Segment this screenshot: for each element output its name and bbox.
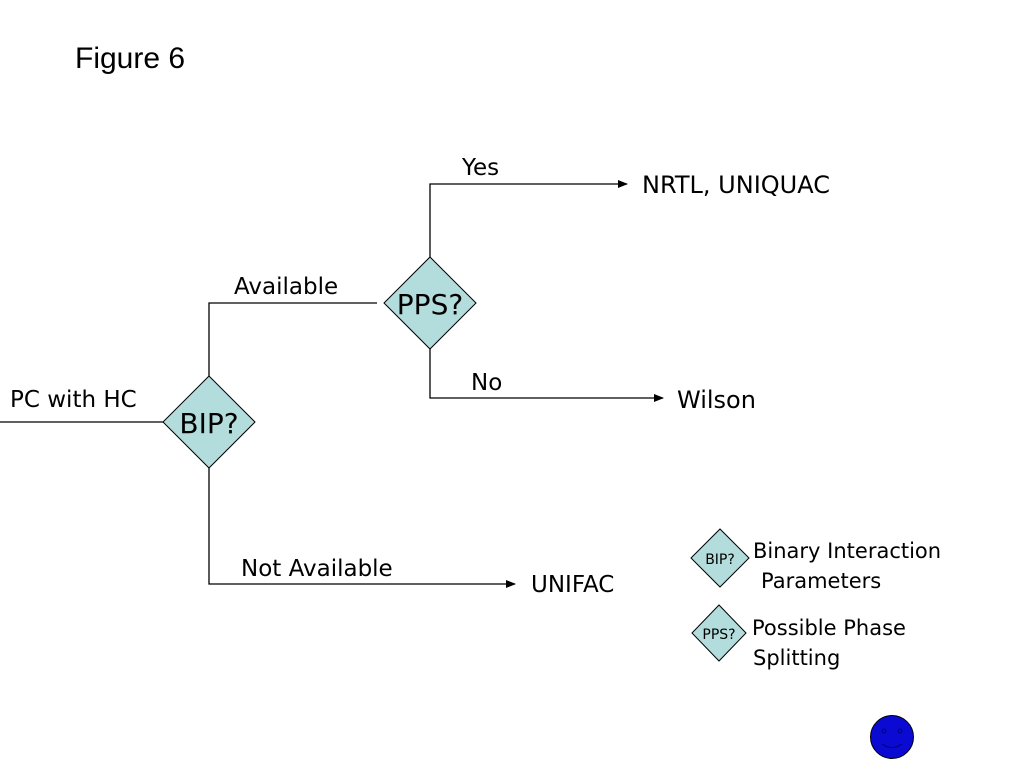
pps-diamond-shape	[383, 256, 477, 350]
legend: BIP? Binary Interaction Parameters PPS? …	[690, 528, 941, 670]
legend-pps-desc-line2: Splitting	[753, 646, 840, 670]
wilson-result: Wilson	[677, 386, 756, 414]
yes-edge	[429, 180, 628, 257]
nrtl-uniquac-result: NRTL, UNIQUAC	[642, 171, 830, 199]
not-available-edge	[208, 468, 516, 588]
not-available-label: Not Available	[241, 556, 393, 582]
start-label: PC with HC	[10, 387, 137, 413]
bip-label: BIP?	[179, 407, 238, 440]
legend-bip-symbol: BIP?	[705, 552, 735, 568]
bip-diamond-shape	[162, 375, 256, 469]
available-label: Available	[234, 274, 338, 300]
legend-bip-desc-line2: Parameters	[761, 569, 881, 593]
pps-label: PPS?	[397, 288, 463, 321]
yes-label: Yes	[461, 155, 499, 181]
legend-item-pps: PPS? Possible Phase Splitting	[691, 604, 906, 670]
smiley-face-icon	[870, 715, 914, 759]
legend-bip-diamond	[690, 528, 750, 588]
available-edge	[208, 302, 377, 376]
bip-decision: BIP?	[162, 375, 256, 469]
legend-pps-desc-line1: Possible Phase	[752, 616, 906, 640]
legend-pps-diamond	[691, 604, 747, 662]
unifac-result: UNIFAC	[531, 572, 614, 598]
legend-item-bip: BIP? Binary Interaction Parameters	[690, 528, 941, 593]
legend-bip-desc-line1: Binary Interaction	[753, 539, 941, 563]
no-label: No	[471, 370, 502, 396]
no-edge	[429, 349, 664, 402]
pps-decision: PPS?	[383, 256, 477, 350]
legend-pps-symbol: PPS?	[702, 627, 735, 643]
figure-title: Figure 6	[75, 42, 185, 75]
